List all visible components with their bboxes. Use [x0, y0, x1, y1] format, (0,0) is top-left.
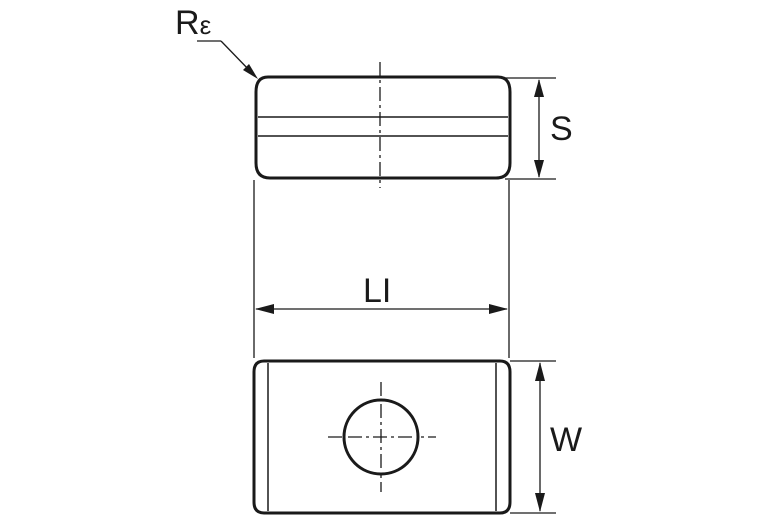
side-view-outline [254, 75, 512, 180]
length-dimension: LI [253, 180, 510, 358]
corner-radius-leader [220, 40, 252, 73]
thickness-label: S [550, 110, 573, 148]
width-arrow-bottom [535, 493, 545, 512]
corner-radius-callout: Rε [175, 4, 258, 79]
corner-radius-subscript: ε [200, 10, 212, 40]
thickness-arrow-bottom [534, 160, 544, 178]
width-dimension: W [510, 360, 582, 514]
length-arrow-left [255, 304, 274, 314]
corner-radius-arrowhead [243, 64, 258, 79]
corner-radius-letter: R [175, 4, 200, 42]
thickness-dimension: S [505, 77, 573, 180]
thickness-arrow-top [534, 79, 544, 97]
top-view [252, 359, 512, 515]
width-arrow-top [535, 362, 545, 381]
length-label: LI [363, 272, 391, 310]
width-label: W [550, 421, 582, 459]
corner-radius-label: Rε [175, 4, 212, 42]
length-arrow-right [489, 304, 508, 314]
side-view [254, 62, 512, 188]
